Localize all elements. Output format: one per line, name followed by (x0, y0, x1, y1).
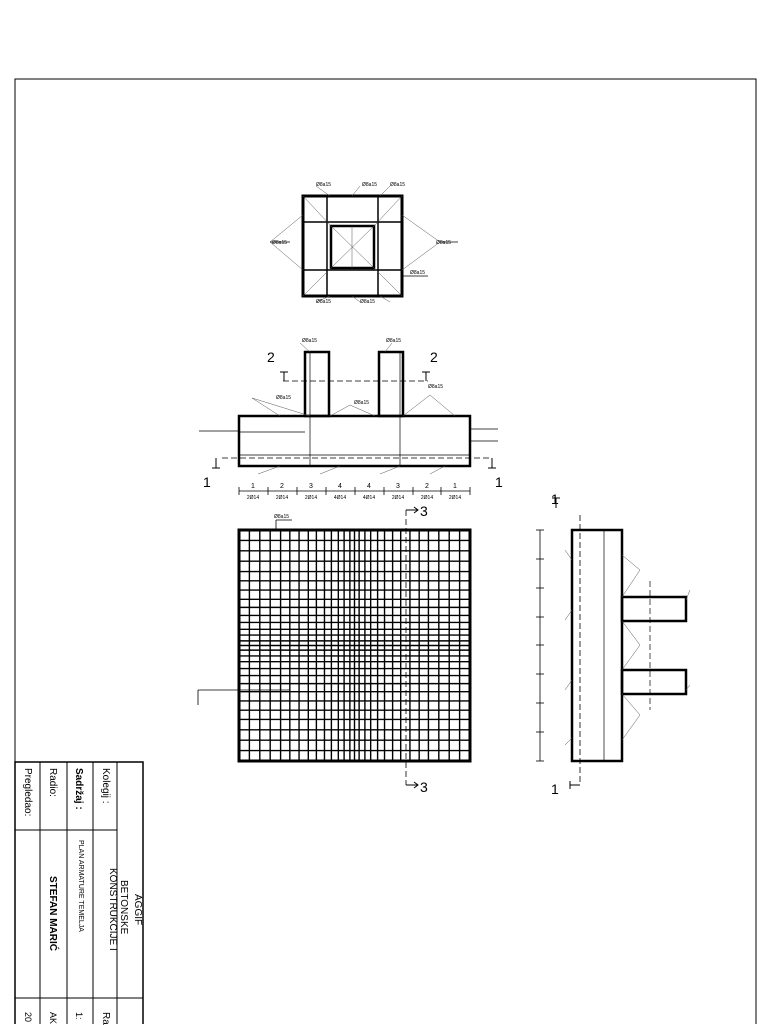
right-column-2: 1: (74, 1012, 84, 1020)
bar-position: 1 (453, 483, 457, 490)
bar-spacing: 2Ø14 (392, 495, 404, 501)
kolegij-label: Kolegij : (100, 768, 111, 804)
bar-label: Ø8a15 (302, 338, 317, 344)
bar-position: 1 (251, 483, 255, 490)
bar-position: 3 (396, 483, 400, 490)
bar-label: Ø8a15 (410, 270, 425, 276)
pregledao-label: Pregledao: (22, 768, 33, 817)
section-1-marker: 1 (203, 474, 211, 490)
radio-value: STEFAN MARIĆ (47, 876, 58, 951)
course-line-2: KONSTRUKCIJE I (107, 868, 118, 951)
bar-label: Ø8a15 (390, 182, 405, 188)
right-column-4: 20 (23, 1012, 33, 1023)
bar-position: 4 (367, 483, 371, 490)
section-1-marker: 1 (551, 491, 559, 507)
section-3-marker: 3 (420, 779, 428, 795)
sadrzaj-value: PLAN ARMATURE TEMELJA (77, 840, 84, 932)
mesh-label: Ø8a15 (274, 514, 289, 520)
bar-spacing: 2Ø14 (247, 495, 259, 501)
bar-label: Ø8a15 (276, 395, 291, 401)
bar-label: Ø8a15 (360, 299, 375, 305)
section-3-view: 1 1 (536, 491, 691, 797)
section-1-marker: 1 (495, 474, 503, 490)
bar-position: 2 (425, 483, 429, 490)
bar-label: Ø8a15 (436, 240, 451, 246)
section-1-marker: 1 (551, 781, 559, 797)
bar-label: Ø8a15 (386, 338, 401, 344)
section-2-marker: 2 (430, 349, 438, 365)
foundation-mesh-plan: 3 3 Ø8a15 (197, 503, 472, 795)
bar-label: Ø8a15 (354, 400, 369, 406)
bar-spacing: 2Ø14 (305, 495, 317, 501)
bar-label: Ø8a15 (316, 182, 331, 188)
top-view-plan: Ø8a15 Ø8a15 Ø8a15 Ø8a15 Ø8a15 Ø8a15 Ø8a1… (269, 182, 458, 305)
title-block (14, 761, 144, 1024)
bar-label: Ø8a15 (316, 299, 331, 305)
institution-label: AGGIF (132, 894, 143, 926)
sadrzaj-label: Sadržaj : (73, 768, 84, 810)
bar-label: Ø8a15 (272, 240, 287, 246)
bar-position: 4 (338, 483, 342, 490)
elevation-section-1: 2 2 1 1 Ø8a15 Ø8a15 Ø8a15 Ø8a15 Ø8a15 1 … (199, 338, 503, 501)
section-2-marker: 2 (267, 349, 275, 365)
right-column-1: Ra (100, 1012, 111, 1025)
bar-position: 3 (309, 483, 313, 490)
bar-spacing: 4Ø14 (334, 495, 346, 501)
bar-spacing: 2Ø14 (276, 495, 288, 501)
right-column-3: AK (48, 1012, 58, 1025)
bar-label: Ø8a15 (428, 384, 443, 390)
bar-label: Ø8a15 (362, 182, 377, 188)
bar-spacing: 2Ø14 (421, 495, 433, 501)
course-line-1: BETONSKE (118, 880, 129, 935)
sheet-border (14, 78, 757, 1024)
bar-position: 2 (280, 483, 284, 490)
bar-spacing: 4Ø14 (363, 495, 375, 501)
bar-spacing: 2Ø14 (449, 495, 461, 501)
section-3-marker: 3 (420, 503, 428, 519)
radio-label: Radio: (47, 768, 58, 797)
